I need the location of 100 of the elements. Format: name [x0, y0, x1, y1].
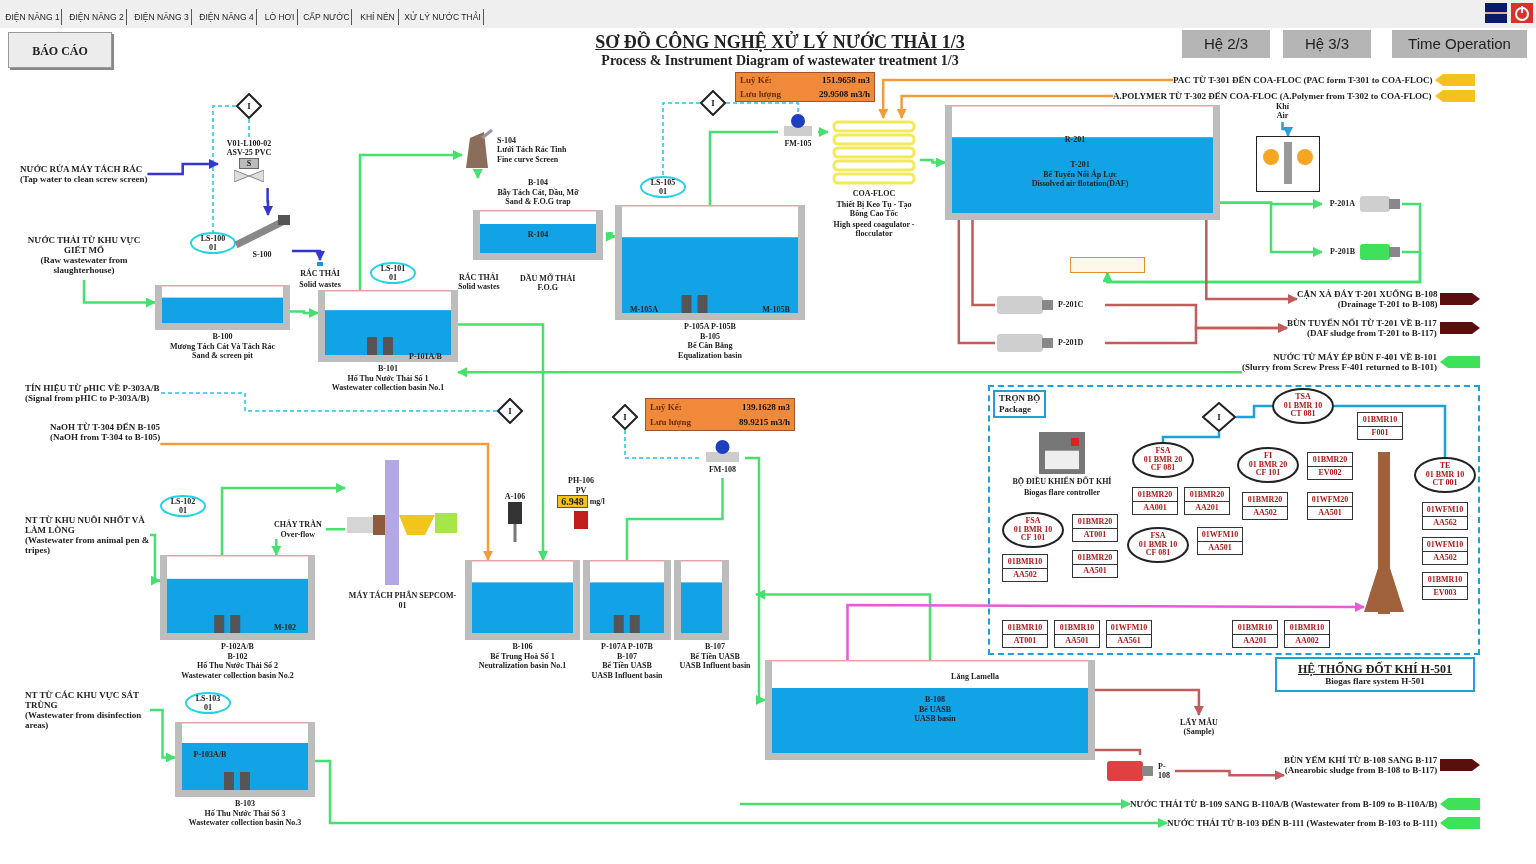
basin-label: M-102: [272, 623, 298, 633]
instrument-label: PH-106: [568, 476, 594, 486]
equipment-label: FM-105: [783, 139, 813, 149]
pipe-line: [957, 220, 995, 345]
level-switch-bubble: [185, 692, 231, 714]
equipment-label: Thiết Bị Keo Tụ - Tạo Bông Cao Tốc: [835, 199, 913, 219]
pipe-line: [1236, 404, 1272, 419]
pipe-arrow: [458, 323, 548, 561]
pipe-arrow: [1281, 122, 1293, 137]
pipe-arrow: [1175, 769, 1285, 781]
equipment-label: Fine curve Screen: [497, 154, 560, 165]
package-heading: Package: [999, 404, 1032, 415]
display-value: 29.9508 m3/h: [818, 88, 870, 100]
flare-stack-drawing: [1364, 452, 1404, 614]
interlock-label: I: [710, 98, 716, 108]
basin-label: Bể Trung Hoà Số 1: [489, 651, 556, 661]
instrument-tag: 01BMR10: [1423, 573, 1467, 585]
basin-label: Bể Tuyển Nổi Áp Lực: [1042, 169, 1118, 179]
equipment-label: High speed coagulator - flocculator: [832, 219, 916, 239]
page-title: SƠ ĐỒ CÔNG NGHỆ XỬ LÝ NƯỚC THẢI 1/3: [594, 32, 966, 53]
instrument-tag: 01 BMR 20 CF 101: [1245, 460, 1291, 478]
instrument-tag-box: [1002, 554, 1048, 582]
basin-label: Hố Thu Nước Thải Số 1: [346, 373, 430, 383]
basin-label: Equalization basin: [677, 350, 743, 360]
pipe-arrow: [755, 589, 932, 660]
instrument-bubble: [1002, 512, 1064, 548]
level-switch-label: LS-105 01: [649, 177, 677, 197]
pipe-arrow: [150, 708, 176, 763]
note-heading: TÍN HIỆU TỪ pHIC VỀ P-303A/B: [25, 383, 160, 393]
basin-label: Bể Tiền UASB: [689, 651, 741, 661]
equipment-label: RÁC THẢI: [299, 269, 341, 279]
instrument-tag: 01 BMR 10 CF 101: [1010, 525, 1056, 543]
instrument-tag: 01 BMR 10 CF 081: [1135, 540, 1181, 558]
instrument-tag-box: [1106, 620, 1152, 648]
totalizer-display: [735, 72, 875, 102]
pipe-note-subtext: (Slurry from Screw Press F-401 returned to B-101): [1242, 362, 1438, 372]
level-switch-label: LS-103 01: [194, 693, 222, 713]
instrument-tag: 01BMR10: [1003, 555, 1047, 567]
instrument-tag-box: [1002, 620, 1048, 648]
pipe-line: [1161, 432, 1221, 442]
equipment-label: FM-108: [707, 465, 738, 475]
basin-label: R-201: [1063, 135, 1087, 145]
instrument-tag: 01 BMR 10 CT 001: [1422, 470, 1468, 488]
instrument-tag-box: [1284, 620, 1330, 648]
report-button: BÁO CÁO: [8, 32, 112, 68]
equipment-label: S-100: [251, 250, 273, 260]
pipe-arrow: [160, 442, 493, 561]
note-subtext: (Wastewater from disinfection areas): [25, 710, 143, 730]
pipe-arrow: [1095, 688, 1204, 716]
pipe-note: CẶN XẢ ĐÁY T-201 XUỐNG B-108: [1297, 289, 1438, 299]
note-subtext: (NaOH from T-304 to B-105): [50, 432, 161, 442]
instrument-tag-box: [1422, 572, 1468, 600]
note-heading: NT TỪ CÁC KHU VỰC SÁT TRÙNG: [25, 690, 140, 710]
basin-label: B-105: [699, 331, 721, 341]
pipe-note: BÙN YẾM KHÍ TỪ B-108 SANG B-117: [1284, 755, 1438, 765]
pipe-arrow: [472, 169, 483, 179]
pipe-arrow: [745, 456, 766, 705]
instrument-bubble: [1414, 457, 1476, 493]
instrument-tag: AA502: [1003, 568, 1047, 581]
instrument-tag-box: [1072, 550, 1118, 578]
instrument-tag: AA501: [1308, 506, 1352, 519]
display-caption: Lưu lượng: [740, 88, 783, 100]
equipment-label: COA-FLOC: [851, 189, 897, 199]
instrument-tag: AA501: [1073, 564, 1117, 577]
basin-label: Sand & F.O.G trap: [504, 197, 572, 207]
equipment-label: Biogas flare controller: [1022, 487, 1102, 497]
interlock-label: I: [622, 412, 628, 422]
instrument-tag: 01 BMR 10 CT 081: [1280, 401, 1326, 419]
basin-label: Dissolved air flotation(DAF): [1030, 179, 1130, 189]
totalizer-display: [645, 398, 795, 431]
basin-label: Hố Thu Nước Thải Số 3: [203, 808, 287, 818]
note-subtext: (Raw wastewater from slaughterhouse): [39, 255, 129, 275]
instrument-tag: 01WFM10: [1423, 538, 1467, 550]
system-title-box: [1275, 657, 1475, 692]
instrument-bubble: [1272, 388, 1334, 424]
pipe-arrow: [606, 231, 616, 242]
basin-label: M-105B: [761, 305, 791, 315]
level-switch-bubble: [190, 232, 236, 254]
page-subtitle: Process & Instrument Diagram of wastewater treatment 1/3: [600, 53, 960, 69]
pipe-arrow: [920, 157, 946, 168]
menu-tab: ĐIỆN NĂNG 2: [67, 9, 127, 25]
valve-tag: V01-L100-02 ASV-25 PVC: [218, 140, 280, 157]
instrument-tag: 01WFM10: [1198, 528, 1242, 540]
pipe-arrow: [220, 483, 346, 555]
pipe-note: NƯỚC THẢI TỪ B-103 ĐẾN B-111 (Wastewater from B-103 to B-111): [1167, 818, 1438, 828]
instrument-tag-box: [1132, 487, 1178, 515]
pipe-arrow: [82, 280, 156, 308]
pipe-note: A.POLYMER TỪ T-302 ĐẾN COA-FLOC (A.Polymer from T-302 to COA-FLOC): [1113, 91, 1432, 101]
instrument-tag: 01BMR20: [1243, 493, 1287, 505]
pipe-arrow: [147, 159, 219, 176]
instrument-tag-box: [1422, 537, 1468, 565]
instrument-tag-box: [1232, 620, 1278, 648]
instrument-tag: EV003: [1423, 586, 1467, 599]
pipe-note-subtext: (Anearobic sludge from B-108 to B-117): [1284, 765, 1438, 775]
system-subtitle: Biogas flare system H-501: [1324, 676, 1426, 687]
equipment-label: P-201A: [1328, 199, 1355, 209]
instrument-tag: F001: [1358, 426, 1402, 439]
basin-label: Hố Thu Nước Thải Số 2: [195, 661, 280, 671]
instrument-tag: AT001: [1073, 528, 1117, 541]
instrument-bubble: [1132, 442, 1194, 478]
